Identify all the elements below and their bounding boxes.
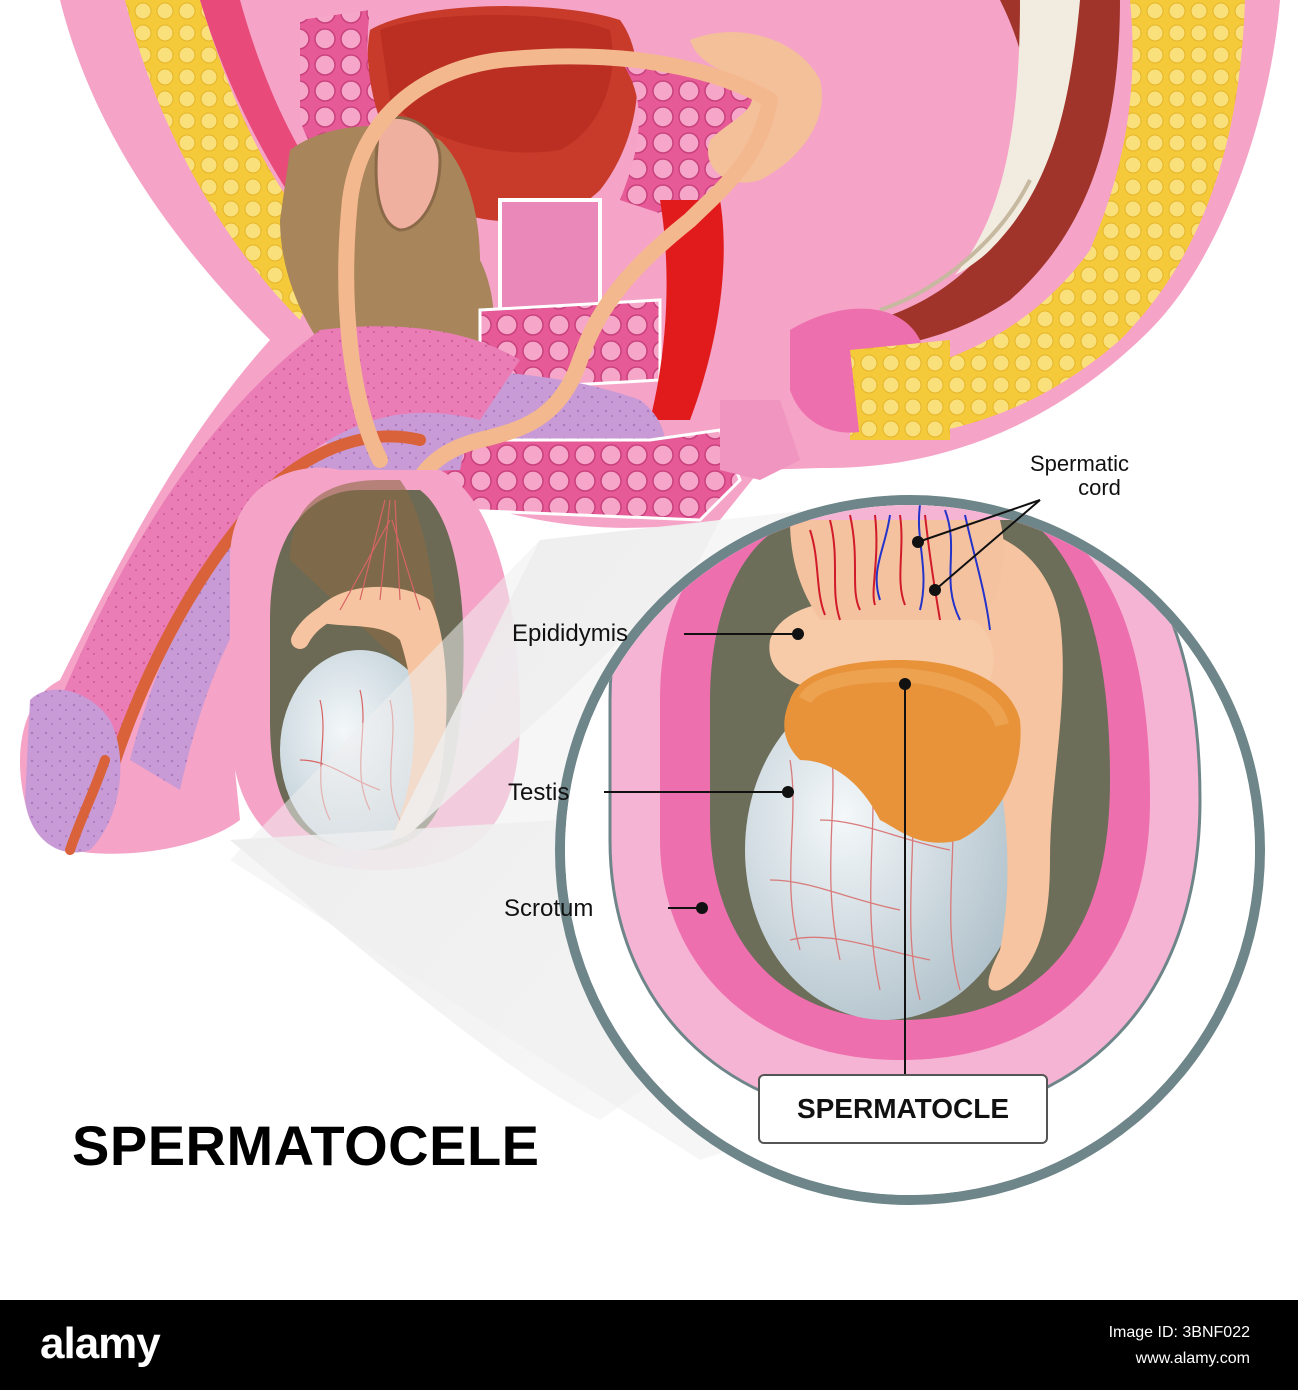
anatomy-illustration [20, 0, 1280, 1205]
spermatocele-callout: SPERMATOCLE [758, 1074, 1048, 1144]
testis-label: Testis [508, 779, 570, 806]
spermatic-cord-label: Spermatic cord [1030, 451, 1130, 501]
label-dots [696, 536, 941, 914]
image-id-block: Image ID: 3BNF022 www.alamy.com [1109, 1320, 1250, 1371]
spermatic-cord-label-line1: Spermatic [1030, 451, 1130, 476]
image-id: Image ID: 3BNF022 [1108, 1324, 1250, 1341]
page-title: SPERMATOCELE [72, 1114, 540, 1177]
leader-lines [604, 499, 1041, 1076]
site-url[interactable]: www.alamy.com [1135, 1349, 1250, 1367]
spermatic-cord-label-line2: cord [1078, 475, 1121, 501]
brand-logo[interactable]: alamy [40, 1319, 161, 1368]
epididymis-label: Epididymis [512, 620, 629, 647]
scrotum-label: Scrotum [504, 895, 594, 922]
footer-bar: alamy Image ID: 3BNF022 www.alamy.com [0, 1300, 1298, 1390]
